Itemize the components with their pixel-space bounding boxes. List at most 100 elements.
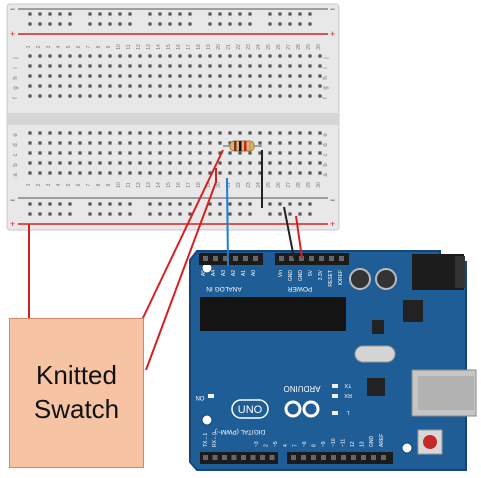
column-number-bottom: 5 (66, 183, 72, 186)
digital-pin-socket (231, 455, 237, 460)
analog-pin-label: A1 (241, 270, 247, 276)
strip-hole (58, 54, 62, 58)
power-pin-label: GND (288, 270, 294, 282)
arduino-header-pins (203, 256, 386, 460)
row-letter: e (323, 133, 329, 137)
column-number-bottom: 18 (196, 182, 202, 188)
strip-hole (258, 141, 262, 145)
strip-hole (118, 74, 122, 78)
strip-hole (178, 74, 182, 78)
strip-hole (188, 141, 192, 145)
row-letter: d (13, 143, 19, 146)
column-number-top: 27 (286, 44, 292, 50)
strip-hole (218, 131, 222, 135)
analog-pin-label: A5 (201, 270, 207, 276)
breadboard-labels: 1122334455667788991010111112121313141415… (13, 44, 329, 188)
strip-hole (28, 151, 32, 155)
strip-hole (268, 171, 272, 175)
analog-pin-socket (213, 256, 218, 261)
rail-hole (188, 212, 192, 216)
strip-hole (238, 161, 242, 165)
row-letter: h (323, 76, 329, 79)
rail-hole (28, 12, 32, 16)
strip-hole (98, 141, 102, 145)
rail-hole (58, 22, 62, 26)
rail-hole (298, 212, 302, 216)
strip-hole (28, 131, 32, 135)
strip-hole (38, 64, 42, 68)
strip-hole (308, 64, 312, 68)
strip-hole (288, 64, 292, 68)
l-led-label: L (346, 409, 349, 415)
rail-hole (168, 212, 172, 216)
strip-hole (248, 161, 252, 165)
strip-hole (28, 141, 32, 145)
strip-hole (68, 54, 72, 58)
strip-hole (188, 84, 192, 88)
column-number-top: 12 (136, 44, 142, 50)
strip-hole (138, 141, 142, 145)
strip-hole (238, 54, 242, 58)
rail-hole (158, 212, 162, 216)
strip-hole (108, 171, 112, 175)
strip-hole (178, 141, 182, 145)
strip-hole (128, 54, 132, 58)
rail-hole (88, 22, 92, 26)
strip-hole (308, 94, 312, 98)
strip-hole (308, 161, 312, 165)
strip-hole (38, 94, 42, 98)
rail-hole (58, 212, 62, 216)
strip-hole (148, 141, 152, 145)
rail-hole (218, 12, 222, 16)
strip-hole (128, 171, 132, 175)
strip-hole (208, 151, 212, 155)
strip-hole (138, 171, 142, 175)
column-number-top: 2 (36, 45, 42, 48)
strip-hole (138, 54, 142, 58)
strip-hole (258, 151, 262, 155)
strip-hole (178, 131, 182, 135)
swatch-label-line1: Knitted (36, 360, 117, 391)
row-letter: g (323, 86, 329, 89)
analog-pin-socket (253, 256, 258, 261)
strip-hole (278, 84, 282, 88)
row-letter: f (13, 97, 19, 99)
strip-hole (138, 74, 142, 78)
strip-hole (228, 64, 232, 68)
rail-hole (48, 202, 52, 206)
rail-hole (288, 212, 292, 216)
column-number-bottom: 12 (136, 182, 142, 188)
strip-hole (298, 54, 302, 58)
rail-hole (148, 202, 152, 206)
strip-hole (298, 84, 302, 88)
column-number-bottom: 10 (116, 182, 122, 188)
rail-hole (288, 22, 292, 26)
rail-hole (28, 202, 32, 206)
digital-pin-label: RX←0 (212, 432, 218, 447)
strip-hole (188, 64, 192, 68)
strip-hole (278, 64, 282, 68)
strip-hole (68, 64, 72, 68)
rail-hole (88, 212, 92, 216)
strip-hole (48, 151, 52, 155)
strip-hole (158, 74, 162, 78)
strip-hole (28, 64, 32, 68)
strip-hole (248, 54, 252, 58)
digital-pin-label: 8 (312, 444, 318, 447)
strip-hole (278, 131, 282, 135)
rail-hole (268, 22, 272, 26)
column-number-top: 19 (206, 44, 212, 50)
rail-hole (168, 202, 172, 206)
digital-pin-label: 12 (350, 441, 356, 447)
power-pin-label: IOREF (338, 270, 344, 285)
strip-hole (218, 151, 222, 155)
strip-hole (278, 141, 282, 145)
strip-hole (98, 74, 102, 78)
rail-plus-bottom-right: + (330, 219, 335, 229)
strip-hole (238, 131, 242, 135)
strip-hole (188, 171, 192, 175)
strip-hole (238, 94, 242, 98)
strip-hole (278, 74, 282, 78)
strip-hole (88, 151, 92, 155)
digital-pin-label: 2 (264, 444, 270, 447)
